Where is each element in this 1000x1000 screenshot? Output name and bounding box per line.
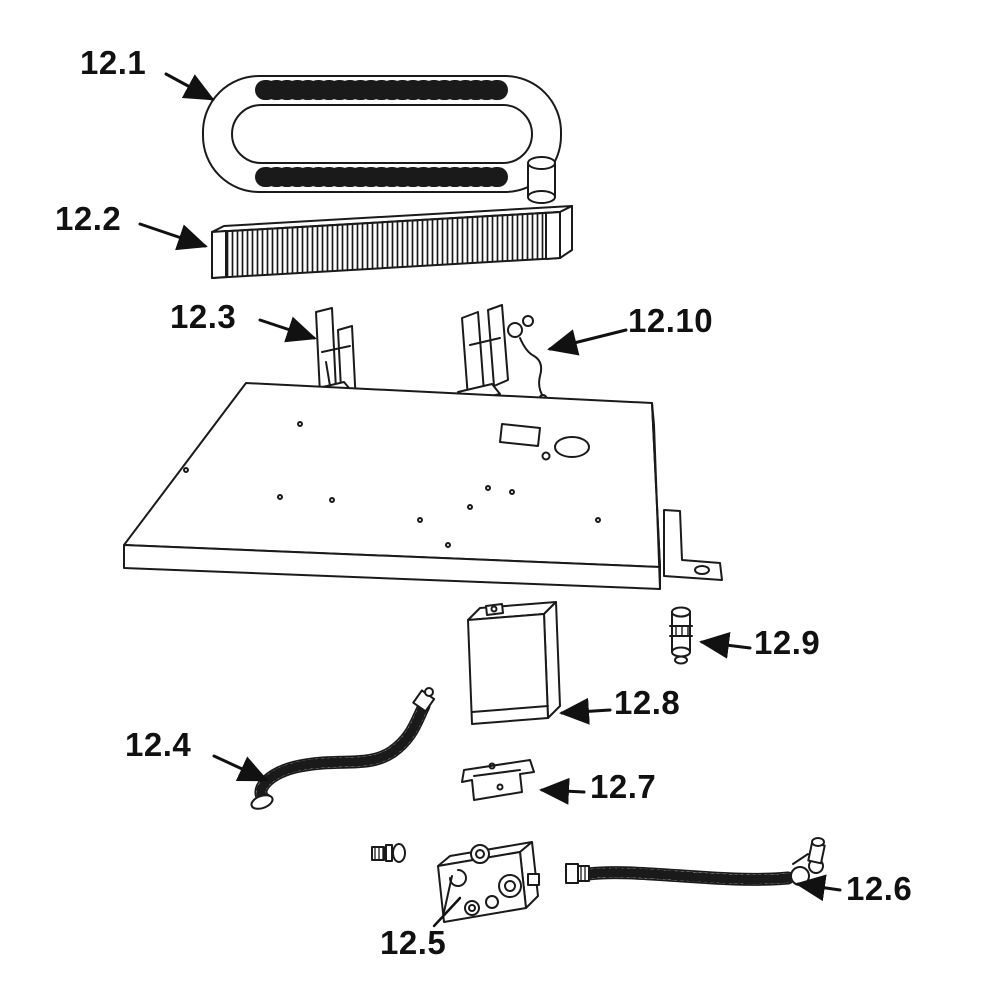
- box-bracket-part: [467, 601, 561, 725]
- part-label-12-9: 12.9: [754, 624, 821, 661]
- burner-tube-part: [202, 75, 562, 204]
- flex-hose-part: [565, 837, 826, 886]
- leader-arrow-12-4: [212, 754, 269, 782]
- part-label-12-2: 12.2: [55, 200, 122, 237]
- part-label-12-10: 12.10: [628, 302, 714, 339]
- leader-arrows: [138, 72, 842, 928]
- leader-arrow-12-2: [138, 222, 208, 251]
- gas-valve-part: [371, 841, 540, 923]
- base-panel-part: [123, 382, 723, 590]
- leader-arrow-12-1: [164, 72, 215, 101]
- part-label-12-4: 12.4: [125, 726, 192, 763]
- flex-tube-part: [250, 687, 436, 810]
- small-bracket-part: [461, 759, 535, 801]
- part-label-12-8: 12.8: [614, 684, 681, 721]
- part-label-12-7: 12.7: [590, 768, 657, 805]
- leader-arrow-12-3: [258, 316, 317, 343]
- leader-arrow-12-9: [699, 631, 752, 659]
- louvered-grille-part: [211, 205, 573, 279]
- part-label-12-1: 12.1: [80, 44, 147, 81]
- part-label-12-6: 12.6: [846, 870, 913, 907]
- part-label-12-3: 12.3: [170, 298, 237, 335]
- leader-arrow-12-8: [559, 697, 612, 725]
- part-label-12-5: 12.5: [380, 924, 447, 961]
- leader-line-12-5: [432, 896, 462, 928]
- leader-arrow-12-6: [795, 874, 842, 902]
- leader-arrow-12-10: [547, 328, 628, 356]
- pilot-bracket-part: [457, 304, 548, 406]
- pipe-fitting-part: [669, 606, 693, 665]
- leader-arrow-12-7: [539, 777, 586, 805]
